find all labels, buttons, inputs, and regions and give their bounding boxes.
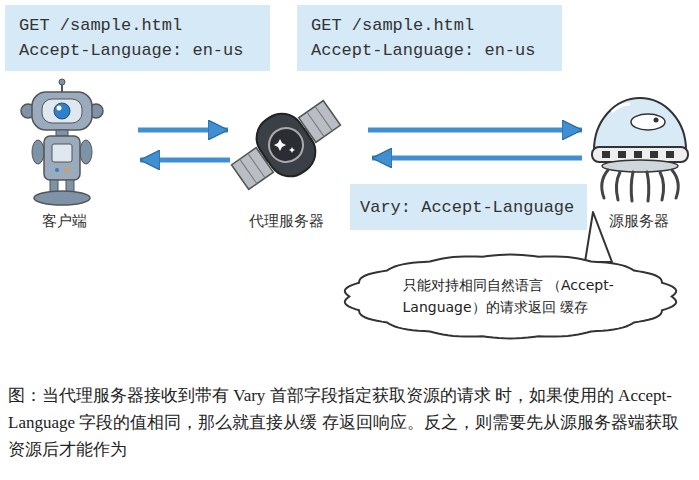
- proxy-sparkles-part: [274, 139, 286, 151]
- client-robot-part: [44, 136, 80, 180]
- request-box: GET /sample.html Accept-Language: en-us: [297, 5, 562, 71]
- client-robot-part: [55, 168, 59, 172]
- origin-server-robot-part: [634, 151, 642, 158]
- client-robot-part: [65, 168, 69, 172]
- client-robot-part: [59, 79, 65, 85]
- bubble-tail: [585, 212, 612, 262]
- proxy-sparkles-part: [289, 147, 295, 153]
- proxy-satellite-part: [262, 121, 309, 168]
- origin-server-robot-part: [602, 151, 610, 158]
- origin-server-robot: [592, 98, 688, 201]
- proxy-satellite-part: [248, 105, 324, 185]
- response-header-box: Vary: Accept-Language: [350, 184, 587, 230]
- origin-server-robot-part-part: [631, 172, 633, 201]
- client-robot-part: [57, 106, 62, 111]
- bubble-text: 只能对持相同自然语言 （Accept-Language）的请求返回 缓存: [403, 274, 618, 319]
- figure-caption: 图：当代理服务器接收到带有 Vary 首部字段指定获取资源的请求 时，如果使用的…: [8, 382, 691, 463]
- request-arrow: [372, 156, 582, 161]
- origin-server-robot-part: [666, 151, 674, 158]
- bubble-outline-path: [344, 254, 675, 338]
- request-arrow: [140, 158, 230, 163]
- proxy-server-node: 代理服务器: [228, 85, 344, 231]
- node-label: 客户端: [42, 211, 87, 231]
- origin-server-robot-part: [654, 118, 659, 123]
- origin-server-robot-part: [631, 114, 665, 130]
- client-robot-part: [32, 140, 44, 164]
- origin-server-robot-part: [612, 104, 630, 112]
- proxy-sparkles: [274, 139, 295, 153]
- box-text: Vary: Accept-Language: [360, 195, 574, 220]
- client-robot-part: [80, 140, 92, 164]
- box-text: GET /sample.html Accept-Language: en-us: [19, 13, 254, 63]
- box-text: GET /sample.html Accept-Language: en-us: [311, 13, 546, 63]
- request-arrow: [368, 128, 582, 133]
- client-robot-part: [52, 144, 72, 162]
- request-box: GET /sample.html Accept-Language: en-us: [5, 5, 270, 71]
- proxy-satellite: [222, 87, 350, 204]
- client-robot-part: [32, 92, 92, 130]
- origin-server-robot-part-part: [616, 172, 620, 200]
- origin-server-robot-part: [618, 151, 626, 158]
- origin-server-robot-part-part: [672, 170, 678, 198]
- node-label: 源服务器: [609, 211, 669, 231]
- client-robot-part: [54, 103, 70, 119]
- origin-server-robot-part-part: [647, 172, 649, 201]
- origin-server-robot-part-part: [602, 170, 608, 198]
- client-robot-part: [42, 99, 82, 123]
- client-robot-part: [34, 191, 90, 205]
- origin-server-robot-part: [594, 98, 686, 150]
- client-node: 客户端: [12, 85, 117, 231]
- origin-server-robot-part-part: [660, 172, 664, 200]
- bubble-outline: [338, 251, 683, 342]
- proxy-satellite-part: [248, 153, 265, 178]
- request-arrow: [138, 128, 228, 133]
- node-label: 代理服务器: [249, 211, 324, 231]
- client-robot: [21, 79, 103, 205]
- origin-server-robot-part: [602, 160, 678, 172]
- speech-bubble: 只能对持相同自然语言 （Accept-Language）的请求返回 缓存: [338, 251, 683, 342]
- origin-server-robot-part: [650, 151, 658, 158]
- origin-server-node: 源服务器: [586, 85, 692, 231]
- client-robot-part: [56, 130, 68, 136]
- origin-server-robot-part: [602, 170, 679, 201]
- proxy-satellite-part: [315, 106, 332, 131]
